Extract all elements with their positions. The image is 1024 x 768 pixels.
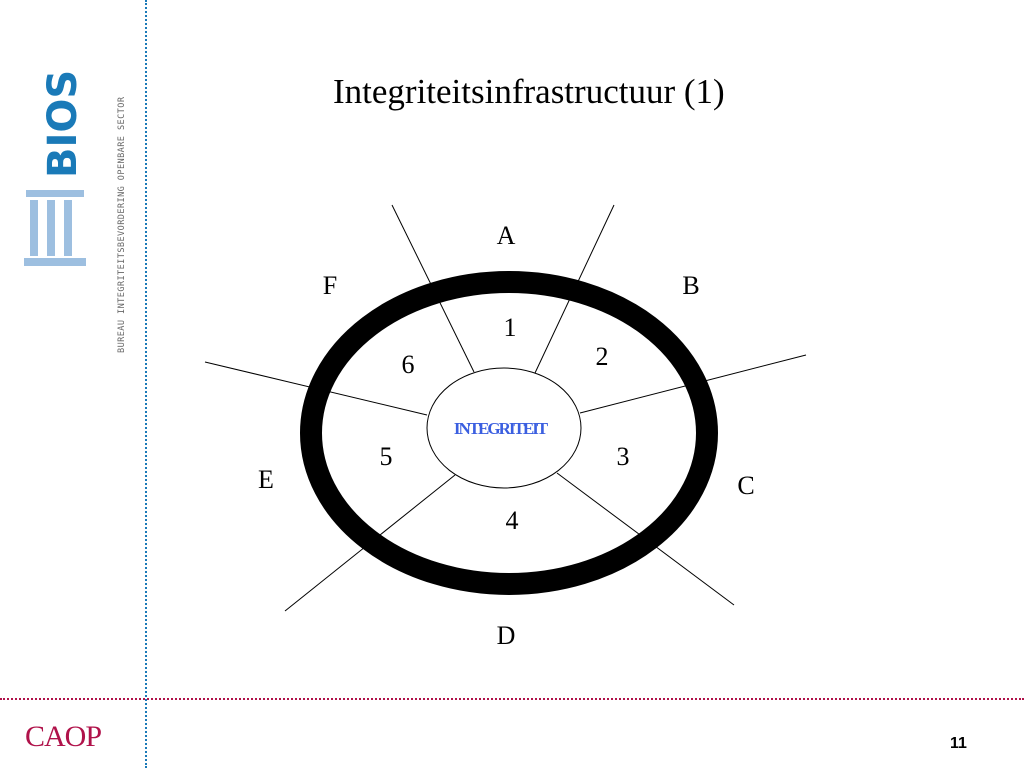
- page-number: 11: [950, 735, 967, 752]
- center-label: INTEGRITEIT: [454, 419, 549, 438]
- slide-title: Integriteitsinfrastructuur (1): [333, 72, 725, 111]
- horizontal-dotted-divider: [0, 698, 1024, 700]
- vertical-dotted-divider: [145, 0, 147, 768]
- segment-5: 5: [380, 442, 393, 471]
- segment-1: 1: [504, 313, 517, 342]
- bios-logo-text: BIOS: [40, 70, 86, 178]
- bios-logo: BIOS BUREAU INTEGRITEITSBEVORDERING OPEN…: [24, 70, 127, 353]
- segment-6: 6: [402, 350, 415, 379]
- outer-label-b: B: [682, 271, 699, 300]
- outer-label-f: F: [323, 271, 337, 300]
- column-icon: [24, 190, 86, 266]
- outer-label-d: D: [497, 621, 516, 650]
- inner-circle: [426, 367, 582, 489]
- outer-label-c: C: [737, 471, 754, 500]
- outer-ring: [300, 271, 718, 595]
- segment-3: 3: [617, 442, 630, 471]
- outer-label-e: E: [258, 465, 274, 494]
- segment-2: 2: [596, 342, 609, 371]
- outer-label-a: A: [497, 221, 516, 250]
- segment-4: 4: [506, 506, 519, 535]
- caop-logo: CAOP: [25, 720, 102, 753]
- bios-subtitle: BUREAU INTEGRITEITSBEVORDERING OPENBARE …: [117, 96, 127, 353]
